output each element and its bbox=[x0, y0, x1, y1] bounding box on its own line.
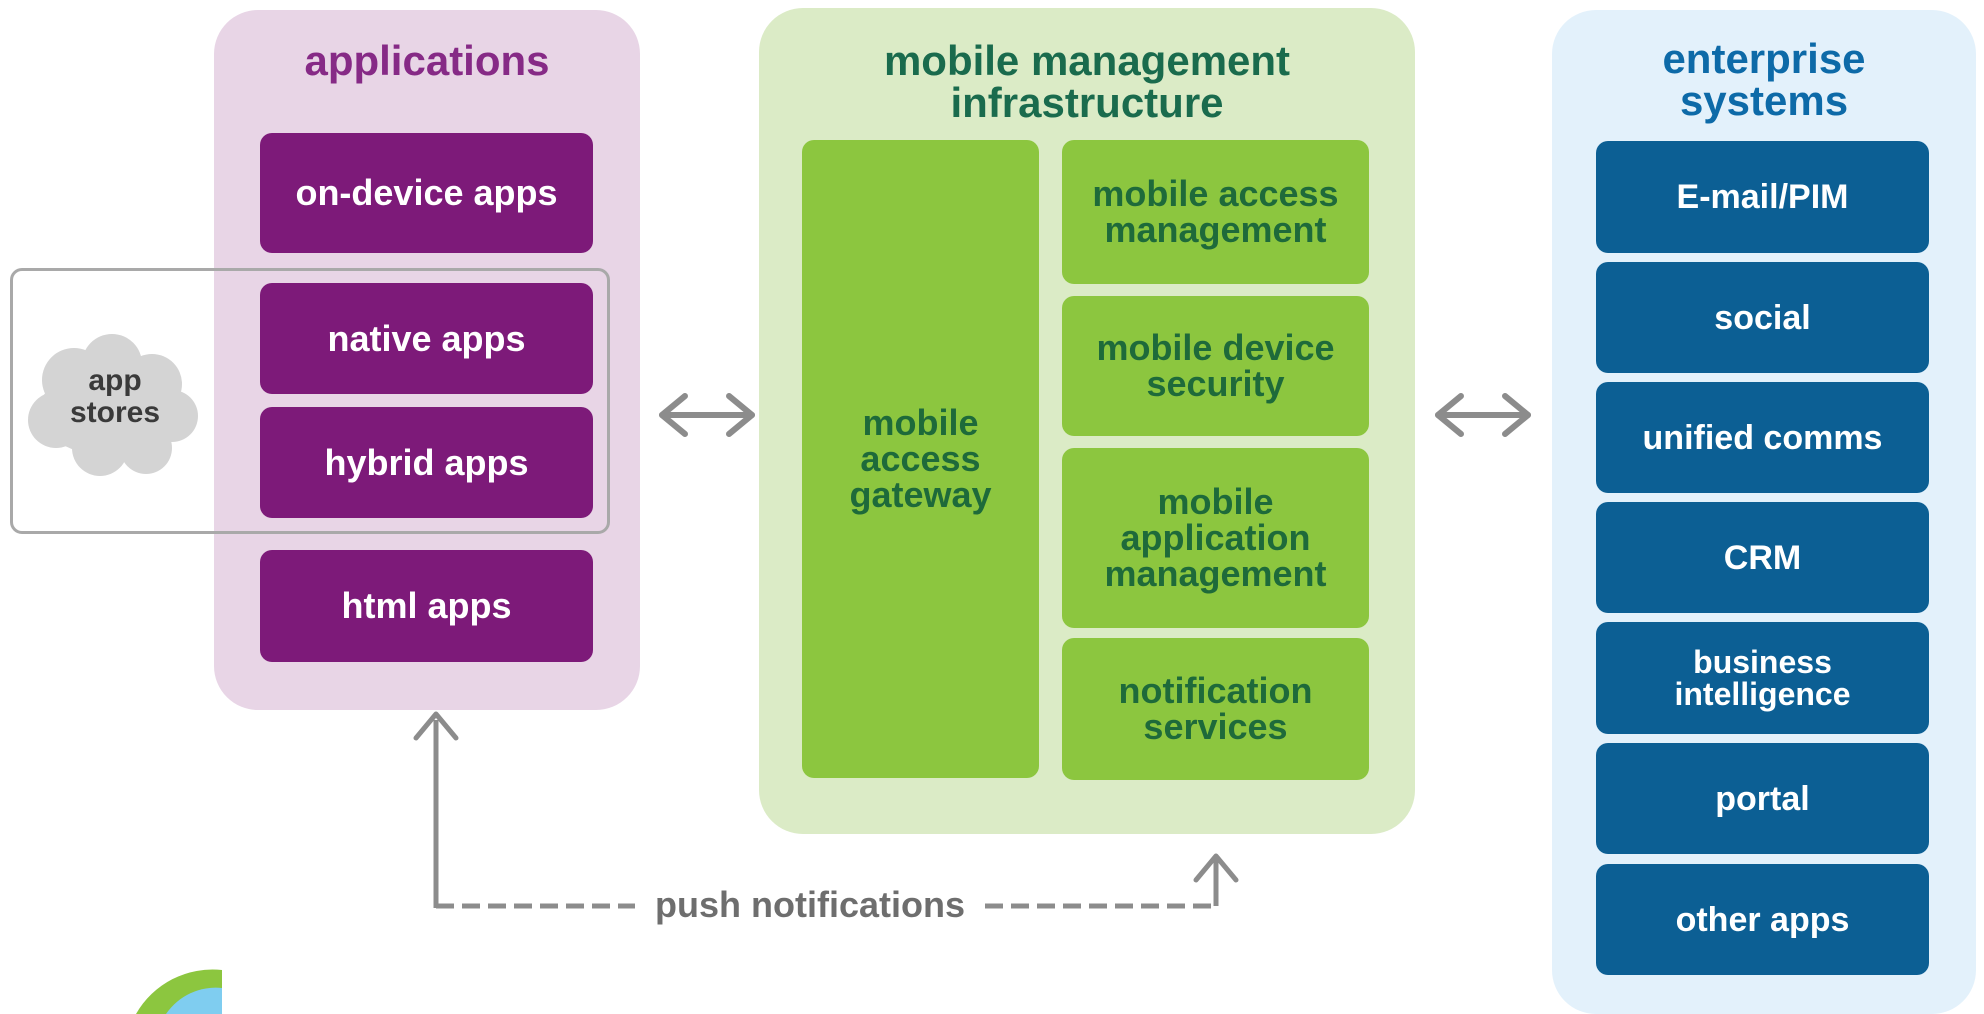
mobile-access-gateway[interactable]: mobile access gateway bbox=[802, 140, 1039, 778]
app-item-html-apps[interactable]: html apps bbox=[260, 550, 593, 662]
mobile-device-security[interactable]: mobile device security bbox=[1062, 296, 1369, 436]
push-notifications-label: push notifications bbox=[640, 884, 980, 926]
app-stores-label: app stores bbox=[69, 364, 161, 429]
mobile-management-title: mobile management infrastructure bbox=[883, 37, 1291, 126]
push-notification-connector bbox=[433, 720, 1219, 909]
enterprise-item-business-intelligence[interactable]: business intelligence bbox=[1596, 622, 1929, 734]
up-arrow-icon bbox=[1193, 853, 1239, 883]
enterprise-item-social[interactable]: social bbox=[1596, 262, 1929, 373]
up-arrow-icon bbox=[413, 711, 459, 741]
enterprise-item-portal[interactable]: portal bbox=[1596, 743, 1929, 854]
applications-title: applications bbox=[304, 37, 550, 84]
enterprise-item-other-apps[interactable]: other apps bbox=[1596, 864, 1929, 975]
bidirectional-arrow-icon bbox=[659, 393, 755, 437]
app-item-hybrid-apps[interactable]: hybrid apps bbox=[260, 407, 593, 518]
app-item-on-device-apps[interactable]: on-device apps bbox=[260, 133, 593, 253]
enterprise-item-unified-comms[interactable]: unified comms bbox=[1596, 382, 1929, 493]
enterprise-item-email-pim[interactable]: E-mail/PIM bbox=[1596, 141, 1929, 253]
mobile-access-management[interactable]: mobile access management bbox=[1062, 140, 1369, 284]
enterprise-item-crm[interactable]: CRM bbox=[1596, 502, 1929, 613]
bidirectional-arrow-icon bbox=[1435, 393, 1531, 437]
enterprise-systems-title: enterprise systems bbox=[1662, 35, 1866, 124]
app-item-native-apps[interactable]: native apps bbox=[260, 283, 593, 394]
notification-services[interactable]: notification services bbox=[1062, 638, 1369, 780]
app-stores-group bbox=[10, 268, 610, 534]
mobile-application-management[interactable]: mobile application management bbox=[1062, 448, 1369, 628]
